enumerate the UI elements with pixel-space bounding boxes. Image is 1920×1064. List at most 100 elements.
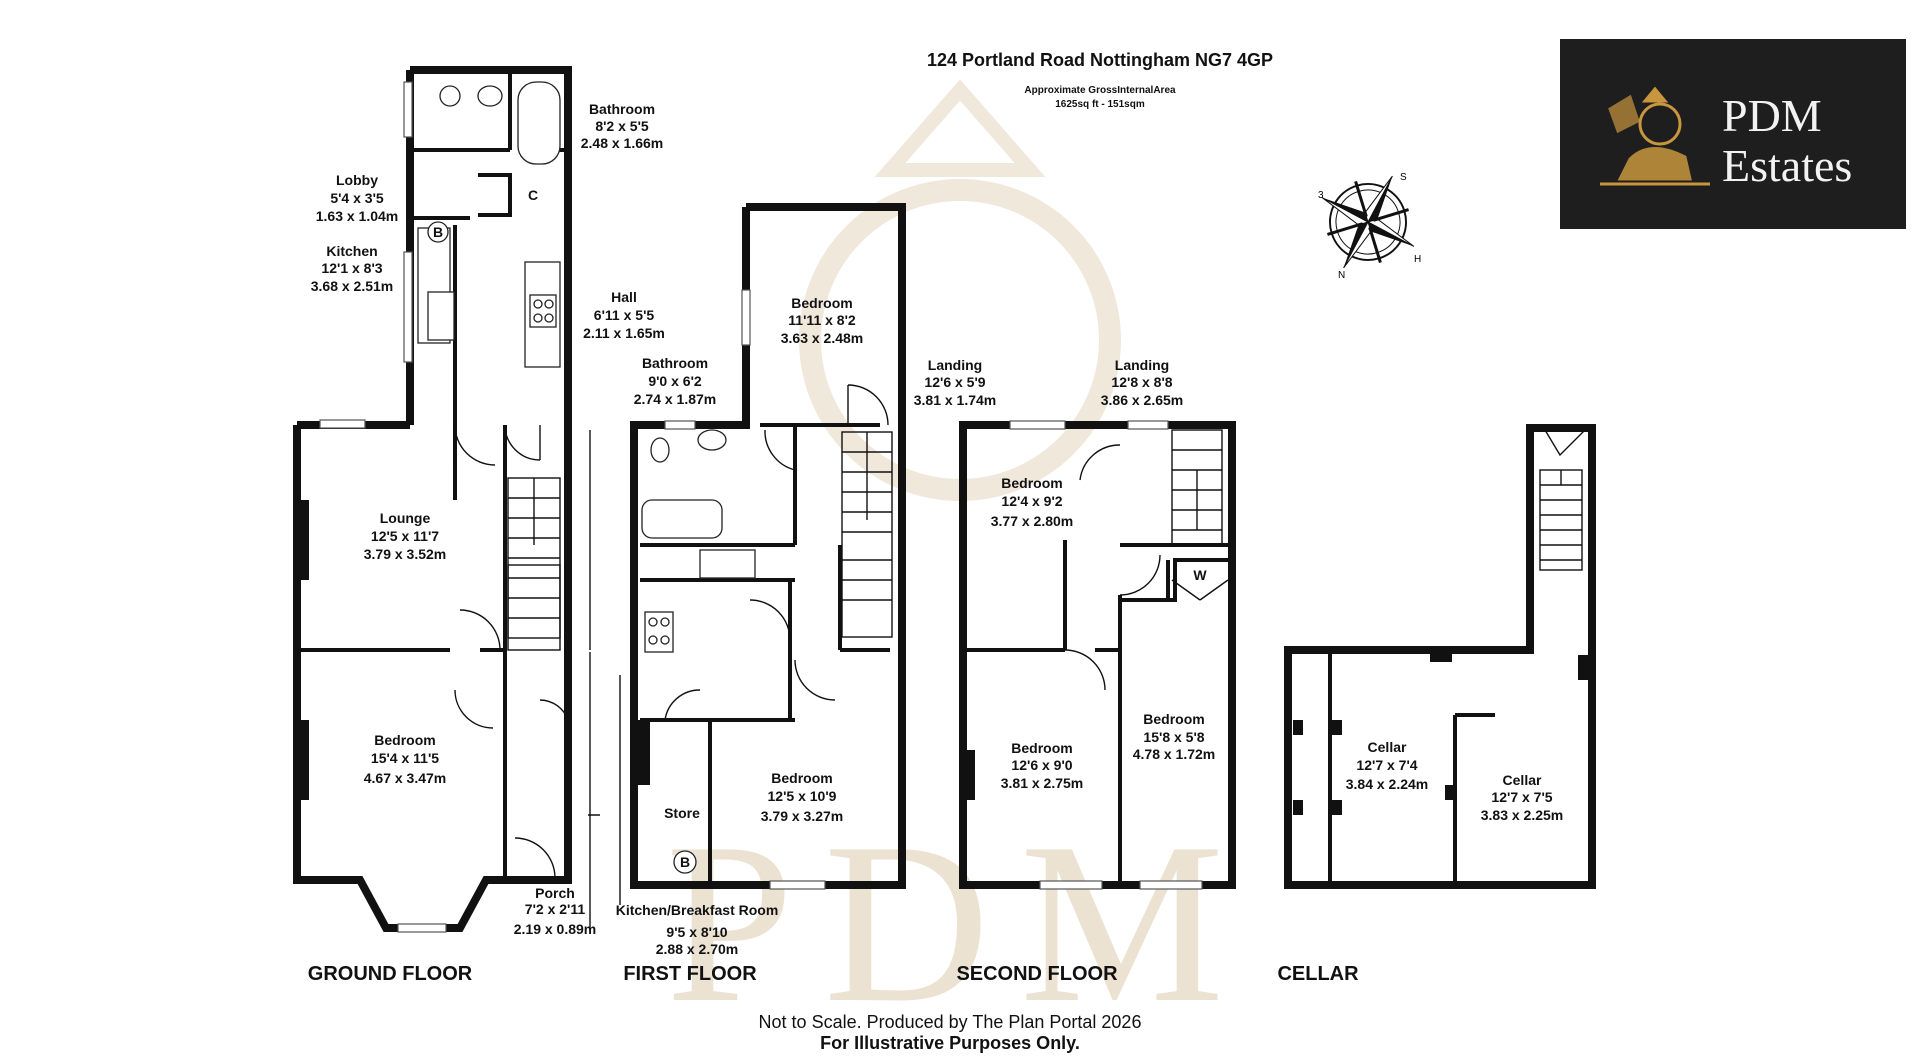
svg-text:3.84 x 2.24m: 3.84 x 2.24m bbox=[1346, 776, 1429, 792]
svg-text:3.81 x 1.74m: 3.81 x 1.74m bbox=[914, 392, 997, 408]
svg-text:Bedroom: Bedroom bbox=[771, 770, 832, 786]
svg-text:4.78 x 1.72m: 4.78 x 1.72m bbox=[1133, 746, 1216, 762]
svg-text:4.67 x 3.47m: 4.67 x 3.47m bbox=[364, 770, 447, 786]
label-second-bedroom-front-right: Bedroom 15'8 x 5'8 4.78 x 1.72m bbox=[1133, 711, 1216, 762]
label-first-bathroom: Bathroom 9'0 x 6'2 2.74 x 1.87m bbox=[634, 355, 717, 407]
svg-text:12'5 x 10'9: 12'5 x 10'9 bbox=[768, 788, 837, 804]
svg-text:3.81 x 2.75m: 3.81 x 2.75m bbox=[1001, 775, 1084, 791]
svg-text:2.74 x 1.87m: 2.74 x 1.87m bbox=[634, 391, 717, 407]
svg-text:7'2 x 2'11: 7'2 x 2'11 bbox=[525, 901, 586, 917]
floor-title-ground: GROUND FLOOR bbox=[308, 963, 473, 985]
svg-text:6'11 x 5'5: 6'11 x 5'5 bbox=[594, 307, 655, 323]
compass-label-n: N bbox=[1338, 270, 1345, 281]
second-floor-plan: W bbox=[959, 420, 1236, 890]
svg-text:12'7 x 7'4: 12'7 x 7'4 bbox=[1356, 757, 1417, 773]
ground-floor-plan: B C bbox=[293, 66, 600, 933]
svg-text:Cellar: Cellar bbox=[1503, 772, 1542, 788]
svg-text:3.79 x 3.27m: 3.79 x 3.27m bbox=[761, 808, 844, 824]
area-value: 1625sq ft - 151sqm bbox=[1055, 99, 1145, 110]
svg-text:Bedroom: Bedroom bbox=[791, 295, 852, 311]
first-store-label: Store bbox=[664, 805, 700, 821]
svg-text:Lounge: Lounge bbox=[380, 510, 431, 526]
svg-text:1.63 x 1.04m: 1.63 x 1.04m bbox=[316, 208, 399, 224]
label-ground-bedroom: Bedroom 15'4 x 11'5 4.67 x 3.47m bbox=[364, 732, 447, 786]
svg-text:3.79 x 3.52m: 3.79 x 3.52m bbox=[364, 546, 447, 562]
compass-label-h: H bbox=[1414, 254, 1421, 265]
svg-text:2.19 x 0.89m: 2.19 x 0.89m bbox=[514, 921, 597, 937]
label-ground-lounge: Lounge 12'5 x 11'7 3.79 x 3.52m bbox=[364, 510, 447, 562]
svg-text:11'11 x 8'2: 11'11 x 8'2 bbox=[788, 312, 856, 328]
ground-boiler-marker: B bbox=[433, 224, 443, 240]
svg-text:Hall: Hall bbox=[611, 289, 637, 305]
logo-line-1: PDM bbox=[1722, 90, 1822, 141]
svg-text:15'8 x 5'8: 15'8 x 5'8 bbox=[1143, 729, 1204, 745]
svg-text:15'4 x 11'5: 15'4 x 11'5 bbox=[371, 750, 439, 766]
svg-text:3.77 x 2.80m: 3.77 x 2.80m bbox=[991, 513, 1074, 529]
first-boiler-marker: B bbox=[680, 854, 690, 870]
ground-cupboard-marker: C bbox=[528, 187, 538, 203]
svg-text:Kitchen: Kitchen bbox=[326, 243, 377, 259]
svg-text:9'0 x 6'2: 9'0 x 6'2 bbox=[648, 373, 702, 389]
disclaimer-line-2: For Illustrative Purposes Only. bbox=[820, 1033, 1080, 1053]
label-ground-porch: Porch 7'2 x 2'11 2.19 x 0.89m bbox=[514, 885, 597, 937]
svg-text:Bedroom: Bedroom bbox=[1143, 711, 1204, 727]
svg-text:Porch: Porch bbox=[535, 885, 575, 901]
label-cellar-left: Cellar 12'7 x 7'4 3.84 x 2.24m bbox=[1346, 739, 1429, 792]
floor-title-cellar: CELLAR bbox=[1277, 963, 1359, 985]
svg-text:Landing: Landing bbox=[928, 357, 982, 373]
compass-label-s: S bbox=[1400, 172, 1407, 183]
svg-text:8'2 x 5'5: 8'2 x 5'5 bbox=[595, 118, 649, 134]
svg-text:Landing: Landing bbox=[1115, 357, 1169, 373]
svg-text:3.63 x 2.48m: 3.63 x 2.48m bbox=[781, 330, 864, 346]
svg-text:2.88 x 2.70m: 2.88 x 2.70m bbox=[656, 941, 739, 957]
svg-text:12'6 x 5'9: 12'6 x 5'9 bbox=[924, 374, 985, 390]
label-second-bedroom-front-left: Bedroom 12'6 x 9'0 3.81 x 2.75m bbox=[1001, 740, 1084, 791]
label-first-landing: Landing 12'6 x 5'9 3.81 x 1.74m bbox=[914, 357, 997, 408]
svg-text:12'6 x 9'0: 12'6 x 9'0 bbox=[1011, 757, 1072, 773]
cellar-plan bbox=[1284, 424, 1596, 889]
svg-text:Kitchen/Breakfast Room: Kitchen/Breakfast Room bbox=[616, 902, 779, 918]
area-summary: Approximate GrossInternalArea 1625sq ft … bbox=[950, 84, 1250, 112]
lion-crest-icon bbox=[1600, 86, 1710, 186]
room-labels: Bathroom 8'2 x 5'5 2.48 x 1.66m Lobby 5'… bbox=[311, 101, 1564, 957]
compass-rose-icon bbox=[1321, 175, 1415, 269]
svg-text:Bedroom: Bedroom bbox=[1001, 475, 1062, 491]
svg-text:2.11 x 1.65m: 2.11 x 1.65m bbox=[583, 325, 665, 341]
first-floor-plan: B Store bbox=[619, 203, 906, 905]
floor-title-first: FIRST FLOOR bbox=[623, 963, 757, 985]
label-ground-bathroom: Bathroom 8'2 x 5'5 2.48 x 1.66m bbox=[581, 101, 664, 151]
svg-text:12'5 x 11'7: 12'5 x 11'7 bbox=[371, 528, 439, 544]
svg-text:12'8 x 8'8: 12'8 x 8'8 bbox=[1111, 374, 1172, 390]
label-ground-hall: Hall 6'11 x 5'5 2.11 x 1.65m bbox=[583, 289, 665, 341]
svg-text:12'1 x 8'3: 12'1 x 8'3 bbox=[321, 260, 382, 276]
svg-text:Cellar: Cellar bbox=[1368, 739, 1407, 755]
label-ground-kitchen: Kitchen 12'1 x 8'3 3.68 x 2.51m bbox=[311, 243, 394, 294]
label-second-bedroom-rear: Bedroom 12'4 x 9'2 3.77 x 2.80m bbox=[991, 475, 1074, 529]
svg-text:3.68 x 2.51m: 3.68 x 2.51m bbox=[311, 278, 394, 294]
pdm-estates-logo: PDM Estates bbox=[1560, 39, 1906, 229]
svg-text:Bedroom: Bedroom bbox=[374, 732, 435, 748]
label-cellar-right: Cellar 12'7 x 7'5 3.83 x 2.25m bbox=[1481, 772, 1564, 823]
svg-text:Lobby: Lobby bbox=[336, 172, 378, 188]
svg-text:Bathroom: Bathroom bbox=[642, 355, 708, 371]
disclaimer-line-1: Not to Scale. Produced by The Plan Porta… bbox=[758, 1012, 1142, 1032]
second-wardrobe-marker: W bbox=[1193, 567, 1207, 583]
logo-wordmark: PDM Estates bbox=[1722, 91, 1852, 191]
label-ground-lobby: Lobby 5'4 x 3'5 1.63 x 1.04m bbox=[316, 172, 399, 224]
area-caption: Approximate GrossInternalArea bbox=[1024, 85, 1176, 96]
watermark-text: PDM bbox=[666, 795, 1255, 1050]
floor-title-second: SECOND FLOOR bbox=[956, 963, 1118, 985]
label-first-bedroom-rear: Bedroom 11'11 x 8'2 3.63 x 2.48m bbox=[781, 295, 864, 346]
svg-text:9'5 x 8'10: 9'5 x 8'10 bbox=[666, 924, 727, 940]
svg-text:12'7 x 7'5: 12'7 x 7'5 bbox=[1491, 789, 1552, 805]
logo-line-2: Estates bbox=[1722, 140, 1853, 191]
svg-text:3.86 x 2.65m: 3.86 x 2.65m bbox=[1101, 392, 1184, 408]
property-address: 124 Portland Road Nottingham NG7 4GP bbox=[926, 50, 1274, 70]
svg-text:5'4 x 3'5: 5'4 x 3'5 bbox=[330, 190, 384, 206]
svg-text:Bathroom: Bathroom bbox=[589, 101, 655, 117]
svg-text:2.48 x 1.66m: 2.48 x 1.66m bbox=[581, 135, 664, 151]
watermark: PDM bbox=[666, 79, 1255, 1050]
label-first-kitchen-breakfast: Kitchen/Breakfast Room 9'5 x 8'10 2.88 x… bbox=[616, 902, 779, 957]
label-second-landing: Landing 12'8 x 8'8 3.86 x 2.65m bbox=[1101, 357, 1184, 408]
